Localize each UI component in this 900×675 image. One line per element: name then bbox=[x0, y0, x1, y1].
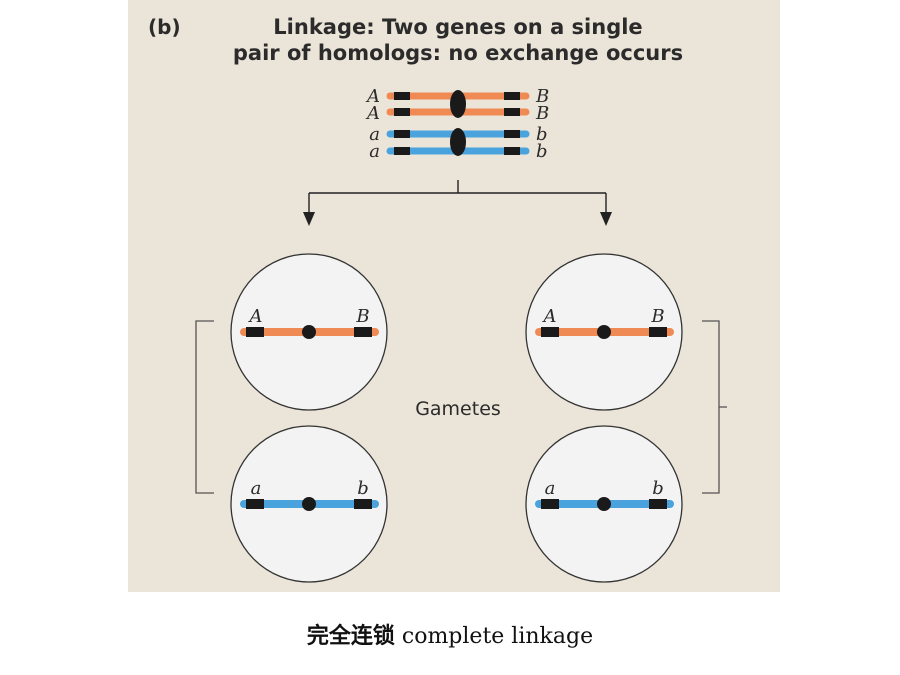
branch-arrows bbox=[308, 180, 607, 214]
gamete-2-label-left: a bbox=[251, 478, 262, 499]
gamete-4-label-left: a bbox=[545, 478, 556, 499]
gametes-label: Gametes bbox=[415, 398, 501, 420]
parent-label-right-1: B bbox=[535, 86, 549, 107]
arrow-down-left-icon bbox=[303, 212, 315, 226]
caption-chinese: 完全连锁 bbox=[306, 623, 395, 649]
arrow-down-right-icon bbox=[600, 212, 612, 226]
gamete-cell-bottom-left: a b bbox=[230, 425, 388, 583]
parent-label-left-2: A bbox=[365, 103, 380, 124]
gamete-cell-bottom-right: a b bbox=[525, 425, 683, 583]
parent-centromere-blue bbox=[450, 128, 466, 156]
gamete-1-label-right: B bbox=[355, 306, 369, 327]
gamete-3-label-left: A bbox=[542, 306, 557, 327]
gamete-4-label-right: b bbox=[652, 478, 664, 499]
caption-english: complete linkage bbox=[394, 624, 594, 649]
parent-label-left-3: a bbox=[369, 124, 380, 145]
title-line-1: Linkage: Two genes on a single bbox=[273, 15, 642, 39]
slide-caption: 完全连锁 complete linkage bbox=[0, 618, 900, 650]
panel-label: (b) bbox=[148, 15, 181, 39]
gamete-2-label-right: b bbox=[357, 478, 369, 499]
parental-homologs: A A a a B B b b bbox=[365, 86, 549, 162]
parent-label-left-4: a bbox=[369, 141, 380, 162]
parent-label-right-2: B bbox=[535, 103, 549, 124]
parent-label-right-3: b bbox=[536, 124, 548, 145]
bracket-left bbox=[195, 320, 214, 494]
gamete-3-label-right: B bbox=[650, 306, 664, 327]
gamete-1-label-left: A bbox=[248, 306, 263, 327]
gamete-cell-top-right: A B bbox=[525, 253, 683, 411]
parent-label-right-4: b bbox=[536, 141, 548, 162]
bracket-right bbox=[702, 320, 720, 494]
parent-centromere-orange bbox=[450, 90, 466, 118]
parent-label-left-1: A bbox=[365, 86, 380, 107]
gamete-cell-top-left: A B bbox=[230, 253, 388, 411]
title-line-2: pair of homologs: no exchange occurs bbox=[233, 41, 683, 65]
